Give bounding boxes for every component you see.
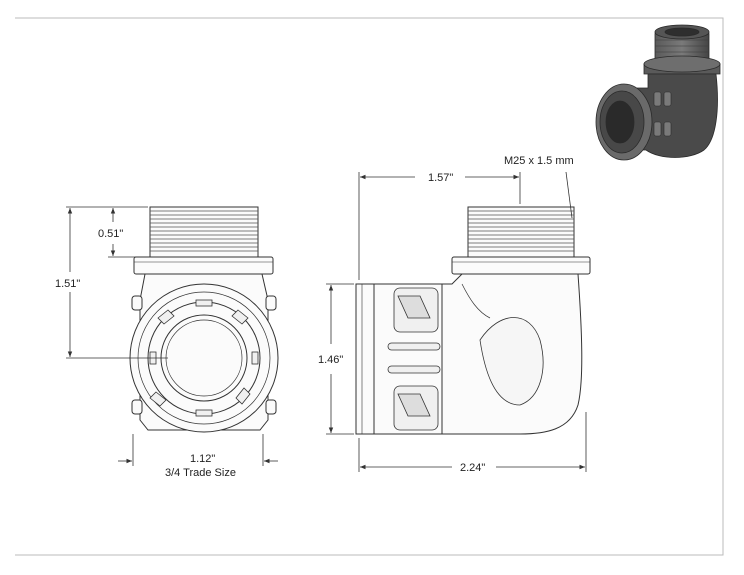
front-view xyxy=(129,206,279,433)
front-dimensions xyxy=(66,206,278,466)
side-thread-lines xyxy=(468,210,574,252)
isometric-render xyxy=(595,24,721,161)
thread-spec-label: M25 x 1.5 mm xyxy=(504,155,574,167)
side-slots xyxy=(387,287,441,431)
side-dimensions xyxy=(326,171,587,472)
overall-height-label: 1.51" xyxy=(55,278,80,290)
front-width-label: 1.12" xyxy=(190,453,215,465)
drawing-frame xyxy=(15,17,724,556)
front-thread-lines xyxy=(150,210,258,252)
trade-size-label: 3/4 Trade Size xyxy=(165,467,236,479)
thread-length-label: 0.51" xyxy=(98,228,123,240)
overall-length-label: 2.24" xyxy=(460,462,485,474)
side-height-label: 1.46" xyxy=(318,354,343,366)
side-view xyxy=(355,206,591,435)
top-offset-label: 1.57" xyxy=(428,172,453,184)
